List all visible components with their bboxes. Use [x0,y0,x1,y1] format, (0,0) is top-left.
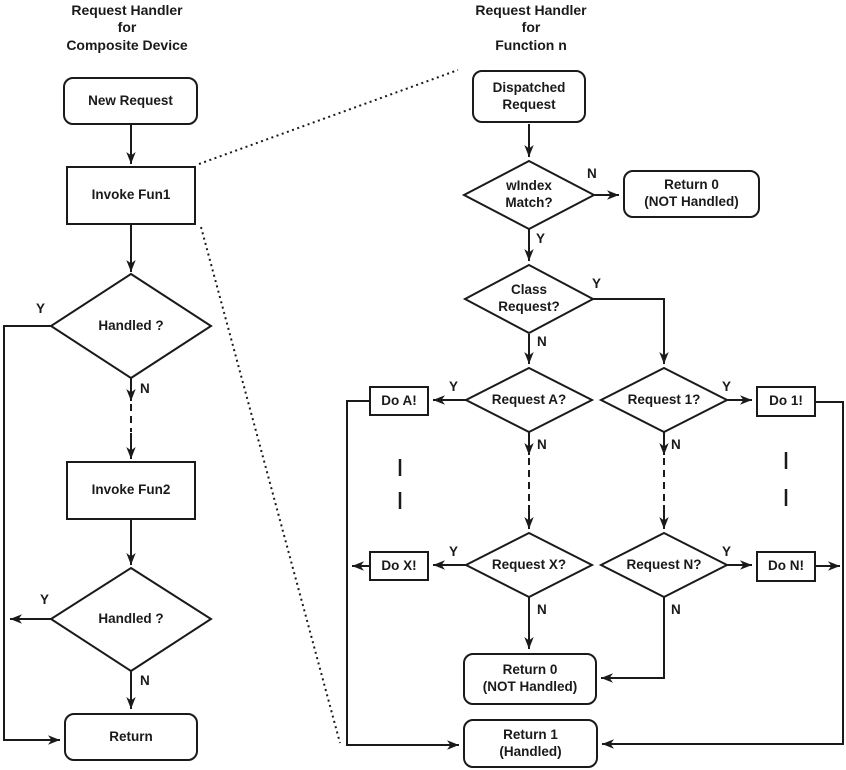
edge-label-handled2-yes: Y [40,592,50,607]
node-return-0-bottom: Return 0 (NOT Handled) [463,653,597,705]
decision-handled1-label: Handled ? [98,317,164,333]
node-do-a: Do A! [369,386,429,416]
decision-request-n-label: Request N? [626,556,702,572]
decision-request-a-label: Request A? [491,391,567,407]
decision-class-request-label: Class Request? [498,282,560,314]
connector-handled1-yes-to-return [3,325,60,745]
edge-label-request-1-yes: Y [722,379,732,394]
connector-do1-line-to-return1 [602,401,844,749]
node-new-request: New Request [63,77,198,125]
edge-label-handled2-no: N [140,673,150,688]
right-chart-title: Request Handler for Function n [475,2,587,53]
node-invoke-fun2: Invoke Fun2 [66,461,196,520]
decision-class-request-shape [462,263,596,335]
decision-request-x-label: Request X? [491,556,567,572]
node-do-x: Do X! [369,551,429,581]
zoom-cone [198,69,459,744]
edge-label-windex-no: N [587,166,597,181]
edge-label-windex-yes: Y [536,231,546,246]
edge-label-request-1-no: N [671,437,681,452]
connector-do-a-line-to-return1 [346,400,459,750]
node-do-n: Do N! [756,551,816,582]
edge-label-class-no: N [537,334,547,349]
edge-label-handled1-yes: Y [36,301,46,316]
connector-class-yes-to-request1 [593,298,669,364]
decision-request-1-label: Request 1? [627,391,701,407]
decision-handled2-label: Handled ? [98,610,164,626]
edge-label-request-x-no: N [537,602,547,617]
edge-label-request-a-yes: Y [449,379,459,394]
edge-label-request-n-yes: Y [722,544,732,559]
zoom-cone-lower-dotted-line [200,226,341,744]
edge-label-request-a-no: N [537,437,547,452]
node-return-0-top: Return 0 (NOT Handled) [623,170,760,218]
zoom-cone-upper-dotted-line [198,69,459,165]
node-invoke-fun1: Invoke Fun1 [66,166,196,225]
node-dispatched-request: Dispatched Request [472,70,586,123]
decision-handled1-shape [49,272,213,380]
decision-handled2-shape [49,566,213,673]
node-do-1: Do 1! [756,386,816,417]
connector-request-n-no-to-return0 [601,597,665,683]
decision-request-x-shape [463,531,595,599]
decision-request-n-shape [598,531,730,599]
ellipsis-marks [398,452,788,509]
node-return-1: Return 1 (Handled) [463,719,598,768]
decision-windex-match-shape [461,159,597,231]
left-chart-title: Request Handler for Composite Device [66,2,188,53]
edge-label-class-yes: Y [592,276,602,291]
edge-label-request-x-yes: Y [449,544,459,559]
edge-label-request-n-no: N [671,602,681,617]
edge-label-handled1-no: N [140,381,150,396]
decision-request-1-shape [598,366,730,434]
node-return: Return [64,713,198,761]
decision-request-a-shape [463,366,595,434]
decision-windex-match-label: wIndex Match? [505,178,553,210]
